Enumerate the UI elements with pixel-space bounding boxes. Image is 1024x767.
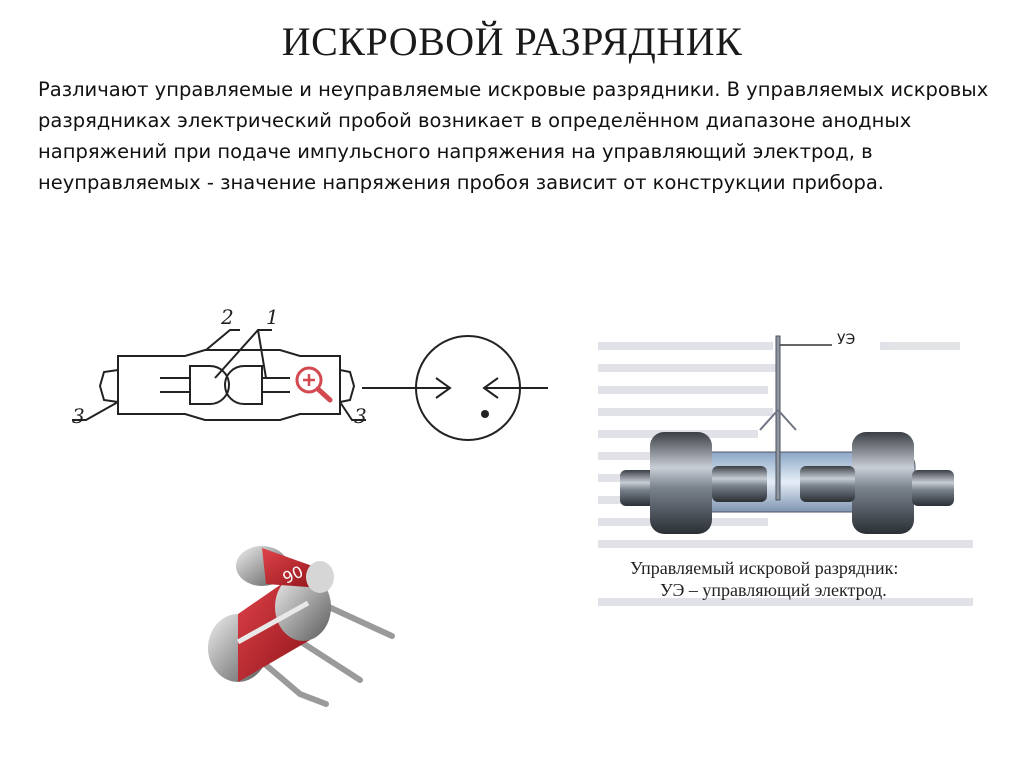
schematic-label-1: 1 xyxy=(266,305,279,329)
slide-title: ИСКРОВОЙ РАЗРЯДНИК xyxy=(281,19,743,64)
zoom-in-icon[interactable] xyxy=(295,366,333,403)
schematic-label-2: 2 xyxy=(221,305,234,329)
photo-caption-line-2: УЭ – управляющий электрод. xyxy=(660,580,887,600)
slide-paragraph: Различают управляемые и неуправляемые ис… xyxy=(38,78,989,194)
schematic-label-3-right: 3 xyxy=(354,404,367,428)
control-electrode-label: УЭ xyxy=(837,332,856,348)
photo-caption-line-1: Управляемый искровой разрядник: xyxy=(630,558,899,578)
schematic-label-3-left: 3 xyxy=(72,404,85,428)
